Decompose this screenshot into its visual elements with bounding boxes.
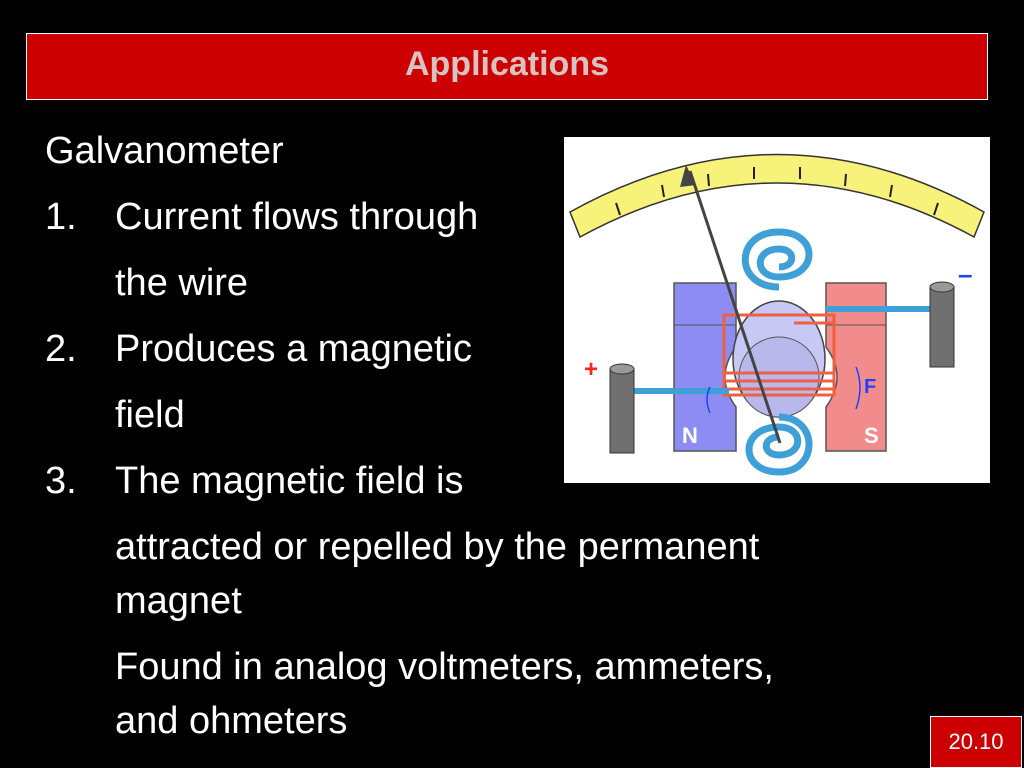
title-bar: Applications [26,33,988,100]
coil [722,313,836,397]
slide-number: 20.10 [930,716,1022,768]
meter-needle [688,170,782,444]
list-text-2-line1: Produces a magnetic [115,328,472,370]
terminal-left [609,363,635,454]
note-line-1: Found in analog voltmeters, ammeters, [115,646,774,688]
upper-spring [741,228,813,291]
list-number-2: 2. [45,328,77,370]
needle-tip [680,165,696,187]
meter-scale [569,153,985,239]
slide-title: Applications [404,45,610,83]
list-text-3-line2: attracted or repelled by the permanent [115,526,760,568]
list-text-1-line2: the wire [115,262,249,304]
scale-ticks [615,167,939,216]
lower-spring [745,413,813,476]
terminal-right [929,281,955,368]
list-text-1-line1: Current flows through [115,196,479,238]
note-line-2: and ohmeters [115,700,348,742]
plus-label: + [584,356,598,383]
heading-galvanometer: Galvanometer [45,130,284,172]
galvanometer-diagram: + – N S F [564,137,990,483]
list-text-3-line3: magnet [115,580,242,622]
force-arrow-left [706,386,711,414]
north-label: N [682,423,698,448]
force-label: F [864,376,876,398]
minus-label: – [958,259,972,289]
list-text-2-line2: field [115,394,185,436]
south-label: S [864,423,879,448]
list-text-3-line1: The magnetic field is [115,460,464,502]
list-number-3: 3. [45,460,77,502]
force-arrow-right [855,366,861,410]
list-number-1: 1. [45,196,77,238]
